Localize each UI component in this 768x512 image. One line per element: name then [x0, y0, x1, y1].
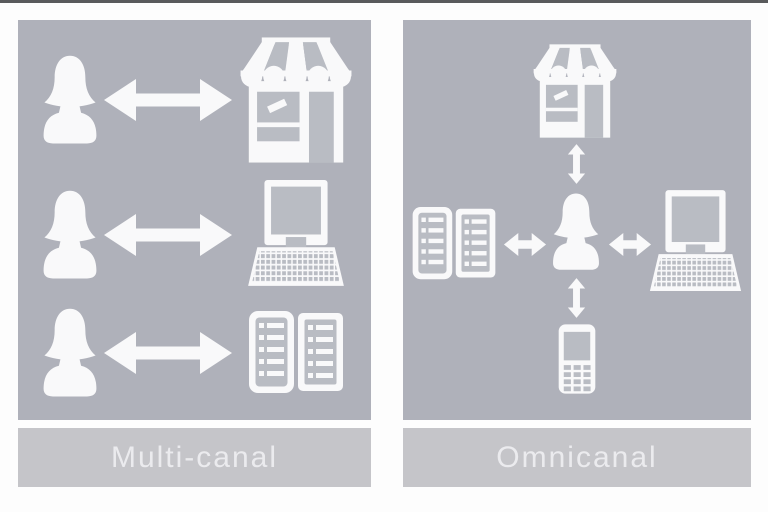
multicanal-row-store [40, 30, 357, 170]
panel-omnicanal [403, 20, 751, 420]
two-way-arrow-icon [102, 331, 234, 375]
two-way-arrow-vertical-icon [567, 276, 586, 320]
store-icon [531, 42, 619, 140]
laptop-icon [647, 190, 744, 295]
channel-slot [235, 309, 357, 397]
customer-icon [40, 307, 100, 399]
store-icon [237, 37, 355, 163]
two-way-arrow-icon [503, 231, 547, 258]
laptop-icon [245, 180, 347, 290]
panel-label-multi-canal: Multi-canal [110, 440, 279, 474]
panel-multi-canal [18, 20, 371, 420]
two-way-arrow-icon [102, 78, 234, 122]
catalog-icon [246, 309, 346, 397]
top-border-line [0, 0, 768, 3]
customer-icon [549, 192, 603, 272]
channel-slot [235, 37, 357, 163]
catalog-icon [410, 205, 498, 283]
two-way-arrow-icon [102, 213, 234, 257]
customer-icon [40, 54, 100, 146]
panel-label-omnicanal: Omnicanal [496, 440, 658, 474]
mobile-phone-icon [558, 323, 596, 395]
multicanal-row-catalog [40, 303, 357, 403]
label-bar-multi-canal: Multi-canal [18, 428, 371, 487]
two-way-arrow-vertical-icon [567, 142, 586, 186]
customer-icon [40, 189, 100, 281]
channel-slot [235, 180, 357, 290]
multicanal-row-laptop [40, 170, 357, 300]
label-bar-omnicanal: Omnicanal [403, 428, 751, 487]
two-way-arrow-icon [608, 231, 652, 258]
